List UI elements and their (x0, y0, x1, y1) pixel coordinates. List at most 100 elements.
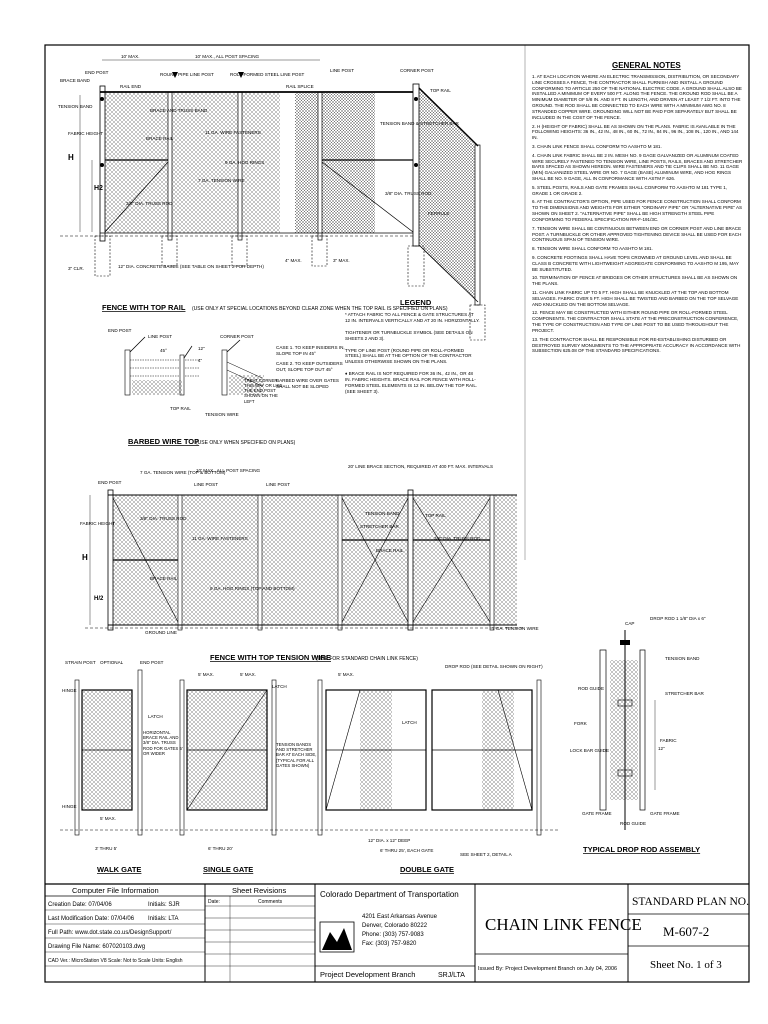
label-dr-drop-rod: DROP ROD 1 1/8" DIA x 6" (650, 616, 706, 621)
general-notes-list: 1. AT EACH LOCATION WHERE AN ELECTRIC TR… (532, 74, 744, 354)
tb-plan-no: M-607-2 (663, 924, 709, 939)
title-general-notes: GENERAL NOTES (612, 61, 681, 70)
label-gate-see-sheet: SEE SHEET 2, DETAIL A (460, 852, 513, 857)
label-roll-formed: ROLL-FORMED STEEL LINE POST (230, 72, 305, 77)
label-gate-tension-bands: TENSION BANDS AND STRETCHER BAR AT EACH … (276, 742, 317, 768)
label-bw-corner-post: CORNER POST (220, 334, 254, 339)
tb-file-info-heading: Computer File Information (72, 886, 159, 895)
label-rail-splice: RAIL SPLICE (286, 84, 314, 89)
fabric-panel-corner (418, 88, 475, 300)
label-dr-fork: FORK (574, 721, 588, 726)
label-dr-fabric: FABRIC (660, 738, 677, 743)
label-tension-wire: 7 GA. TENSION WIRE (198, 178, 245, 183)
general-note: 7. TENSION WIRE SHALL BE CONTINUOUS BETW… (532, 225, 742, 243)
label-bw-4: 4" (198, 358, 203, 363)
label-gate-5max2: 5' MAX. (240, 672, 256, 677)
label-gate-latch: LATCH (148, 714, 163, 719)
label-bw-12: 12" (198, 346, 205, 351)
label-tw-h: H (82, 553, 88, 562)
subtitle-fence-top-rail: (USE ONLY AT SPECIAL LOCATIONS BEYOND CL… (192, 306, 448, 312)
label-bw-treat: TREAT CORNER THIS WAY OR LIKE THE END PO… (244, 378, 283, 404)
legend-item: TIGHTENER OR TURNBUCKLE SYMBOL (SEE DETA… (345, 329, 473, 341)
line-post (237, 91, 243, 241)
label-tw-truss-rod2: 3/8" DIA. TRUSS ROD (434, 536, 481, 541)
label-tw-truss-rod: 3/8" DIA. TRUSS ROD (140, 516, 187, 521)
general-note: 3. CHAIN LINK FENCE SHALL CONFORM TO AAS… (532, 143, 662, 149)
title-fence-tension: FENCE WITH TOP TENSION WIRE (210, 653, 331, 662)
tb-branch: Project Development Branch (320, 970, 415, 979)
tb-drawing-file: Drawing File Name: 607020103.dwg (48, 944, 145, 950)
label-gate-5max4: 5' MAX. (100, 816, 116, 821)
label-dr-stretcher-bar: STRETCHER BAR (665, 691, 704, 696)
label-tw-line-brace: 20' LINE BRACE SECTION, REQUIRED AT 400 … (348, 464, 493, 469)
label-three-max: 3" MAX. (333, 258, 350, 263)
label-top-rail: TOP RAIL (430, 88, 451, 93)
label-brace-rail: BRACE RAIL (146, 136, 174, 141)
label-gate-strain-post: STRAIN POST (65, 660, 96, 665)
tb-creation-initials: Initials: SJR (148, 902, 180, 908)
label-double-width: 6' THRU 25', EACH GATE (380, 848, 433, 853)
label-gate-optional: OPTIONAL (100, 660, 124, 665)
general-note: 2. H (HEIGHT OF FABRIC) SHALL BE AS SHOW… (532, 123, 739, 141)
label-tw-line-post: LINE POST (194, 482, 218, 487)
label-h: H (68, 153, 74, 162)
label-round-pipe: ROUND PIPE LINE POST (160, 72, 214, 77)
label-tw-top-rail: TOP RAIL (425, 513, 446, 518)
label-gate-end-post: END POST (140, 660, 164, 665)
label-gate-5max3: 5' MAX. (338, 672, 354, 677)
label-bw-top-rail: TOP RAIL (170, 406, 191, 411)
label-clr: 3" CLR. (68, 266, 84, 271)
label-ferrule: FERRULE (428, 211, 449, 216)
line-post (474, 144, 481, 306)
legend-item: ♦ BRACE RAIL IS NOT REQUIRED FOR 36 IN.,… (345, 371, 478, 394)
label-dr-rod-guide: ROD GUIDE (578, 686, 604, 691)
label-bw-case2: CASE 2. TO KEEP OUTSIDERS OUT, SLOPE TOP… (276, 361, 343, 373)
tb-rev-date: Date: (208, 899, 220, 905)
label-tw-tension-band: TENSION BAND (365, 511, 400, 516)
sheet-border (44, 44, 750, 983)
label-truss-rod2: 3/8" DIA. TRUSS ROD (385, 191, 432, 196)
title-walk-gate: WALK GATE (97, 865, 141, 874)
label-end-post: END POST (85, 70, 109, 75)
title-fence-top-rail: FENCE WITH TOP RAIL (102, 303, 186, 312)
tb-std-heading: STANDARD PLAN NO. (632, 896, 749, 908)
label-dr-rod-guide2: ROD GUIDE (620, 821, 646, 826)
label-tw-line-post2: LINE POST (266, 482, 290, 487)
line-post (167, 91, 173, 241)
general-note: 1. AT EACH LOCATION WHERE AN ELECTRIC TR… (532, 74, 742, 120)
label-gate-drop-rod: DROP ROD (SEE DETAIL SHOWN ON RIGHT) (445, 664, 543, 669)
title-drop-rod: TYPICAL DROP ROD ASSEMBLY (583, 845, 700, 854)
label-ten-max: 10' MAX. (121, 54, 140, 59)
label-tw-brace-rail2: BRACE RAIL (376, 548, 404, 553)
label-gate-latch2: LATCH (272, 684, 287, 689)
tb-cad: CAD Ver.: MicroStation V8 Scale: Not to … (48, 958, 183, 964)
label-tension-band: TENSION BAND (58, 104, 93, 109)
label-h2: H2 (94, 185, 103, 192)
label-tw-tension-wire2: 7 GA. TENSION WIRE (492, 626, 539, 631)
label-dr-gate-frame: GATE FRAME (582, 811, 612, 816)
tb-rev-comments: Comments (258, 899, 283, 905)
label-concrete-bases: 12" DIA. CONCRETE BASES (SEE TABLE ON SH… (118, 264, 264, 269)
tb-initials: SRJ/LTA (438, 972, 465, 979)
tb-phone: Phone: (303) 757-9083 (362, 932, 424, 938)
label-bw-line-post: LINE POST (148, 334, 172, 339)
subtitle-fence-tension: (USE FOR STANDARD CHAIN LINK FENCE) (316, 656, 418, 662)
label-line-post: LINE POST (330, 68, 354, 73)
label-wire-fasteners: 11 GA. WIRE FASTENERS (205, 130, 261, 135)
label-tw-hog-rings: 9 GA. HOG RINGS (TOP AND BOTTOM) (210, 586, 295, 591)
label-bw-gates: BARBED WIRE OVER GATES SHALL NOT BE SLOP… (276, 377, 339, 389)
drop-rod-drawing (599, 630, 656, 830)
label-dr-cap: CAP (625, 621, 634, 626)
label-tw-end-post: END POST (98, 480, 122, 485)
cdot-logo (319, 921, 355, 953)
general-note: 9. CONCRETE FOOTINGS SHALL HAVE TOPS CRO… (532, 254, 739, 272)
label-tw-fabric-height: FABRIC HEIGHT (80, 521, 115, 526)
legend-item: * ATTACH FABRIC TO ALL FENCE & GATE STRU… (345, 312, 480, 323)
label-bw-end-post: END POST (108, 328, 132, 333)
label-brace-truss: BRACE AND TRUSS BAND (150, 108, 208, 113)
general-note: 6. AT THE CONTRACTOR'S OPTION, PIPE USED… (532, 199, 743, 222)
title-single-gate: SINGLE GATE (203, 865, 253, 874)
general-note: 5. STEEL POSTS, RAILS AND GATE FRAMES SH… (532, 184, 728, 196)
label-dr-lock-bar: LOCK BAR GUIDE (570, 748, 609, 753)
